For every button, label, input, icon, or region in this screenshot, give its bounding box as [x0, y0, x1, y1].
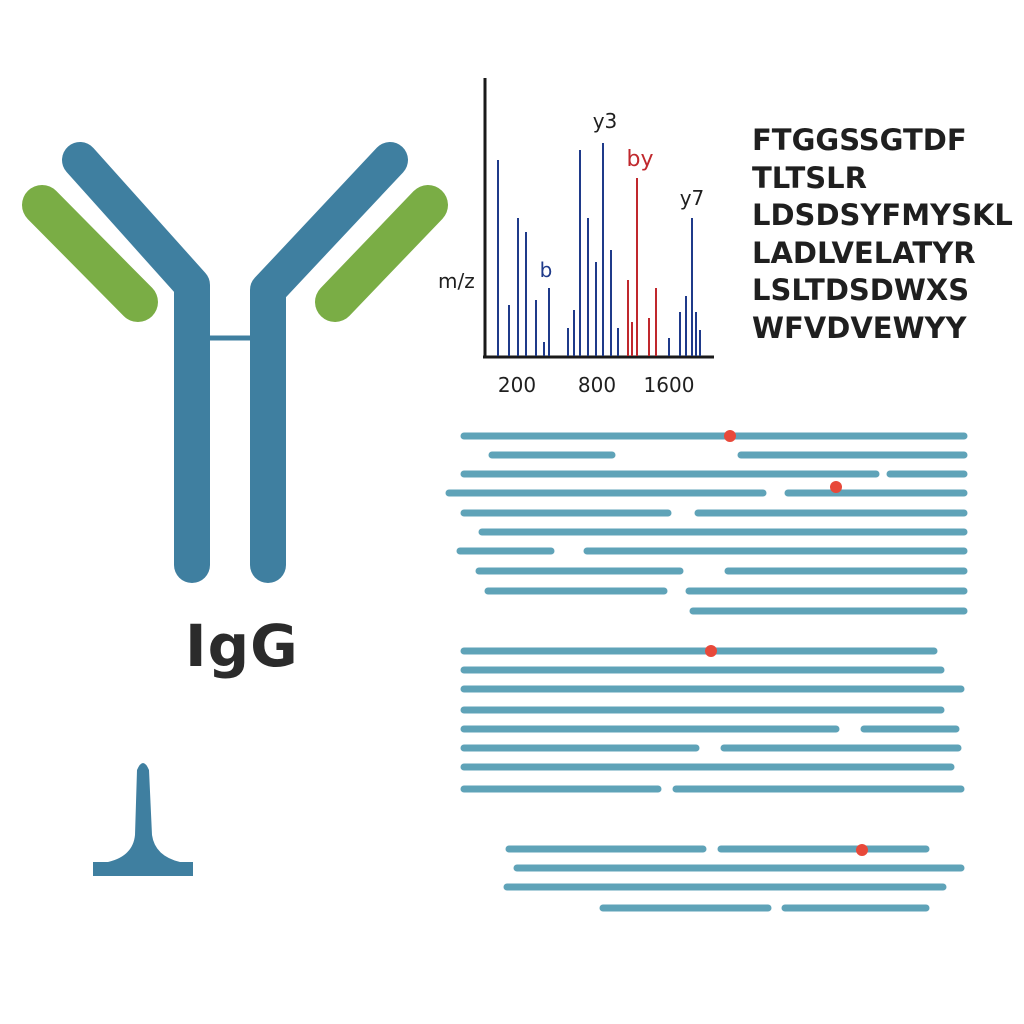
annotation-y3: y3: [593, 109, 618, 133]
tick-label-200: 200: [498, 373, 536, 397]
peptide-sequence: LDSDSYFMYSKL: [752, 198, 1013, 232]
spectrum-peaks: [497, 143, 701, 356]
variant-marker: [856, 844, 868, 856]
variant-marker: [830, 481, 842, 493]
variant-marker: [705, 645, 717, 657]
antibody-diagram: [22, 142, 448, 583]
annotation-y7: y7: [680, 186, 705, 210]
mass-spectrum: m/z 200 800 1600 y3 by y7 b: [438, 78, 714, 397]
heavy-chain-left: [62, 142, 210, 583]
annotation-b: b: [540, 258, 553, 282]
read-alignment: [445, 432, 968, 912]
peptide-sequence: TLTSLR: [752, 160, 867, 195]
peptide-sequence: LADLVELATYR: [752, 235, 976, 270]
peptide-sequence: LSLTDSDWXS: [752, 273, 970, 307]
light-chain-right: [315, 185, 448, 322]
peptide-list: FTGGSSGTDF TLTSLR LDSDSYFMYSKL LADLVELAT…: [752, 122, 1013, 347]
tick-label-800: 800: [578, 373, 616, 397]
peptide-sequence: FTGGSSGTDF: [752, 123, 967, 157]
light-chain-left: [22, 185, 158, 322]
tick-label-1600: 1600: [644, 373, 695, 397]
variant-markers: [705, 430, 868, 856]
peptide-sequence: WFVDVEWYY: [752, 310, 967, 345]
variant-marker: [724, 430, 736, 442]
annotation-by: by: [627, 147, 654, 172]
spectrum-y-label: m/z: [438, 269, 475, 293]
stand-icon: [93, 763, 193, 876]
heavy-chain-right: [250, 142, 408, 583]
igg-label: IgG: [185, 612, 299, 680]
